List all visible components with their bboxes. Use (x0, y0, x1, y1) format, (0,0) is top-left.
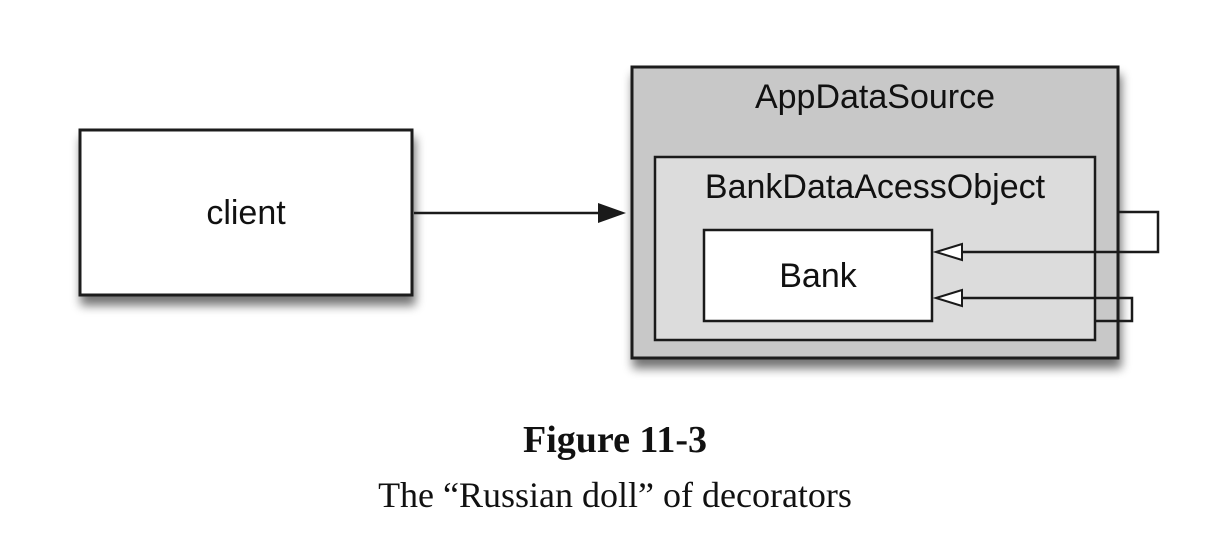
appdatasource-to-bank-arrow (932, 210, 1160, 262)
client-node: client (78, 128, 414, 297)
bankdataaccessobject-to-bank-arrow (932, 288, 1134, 323)
figure-number: Figure 11-3 (522, 419, 707, 461)
bank-label: Bank (779, 257, 857, 295)
bank-node: Bank (702, 228, 934, 323)
figure-caption: The “Russian doll” of decorators (378, 475, 852, 515)
client-to-appdatasource-arrow (414, 203, 626, 223)
appdatasource-label: AppDataSource (755, 78, 995, 116)
bankdataaccessobject-label: BankDataAcessObject (705, 168, 1046, 206)
client-label: client (206, 194, 286, 232)
